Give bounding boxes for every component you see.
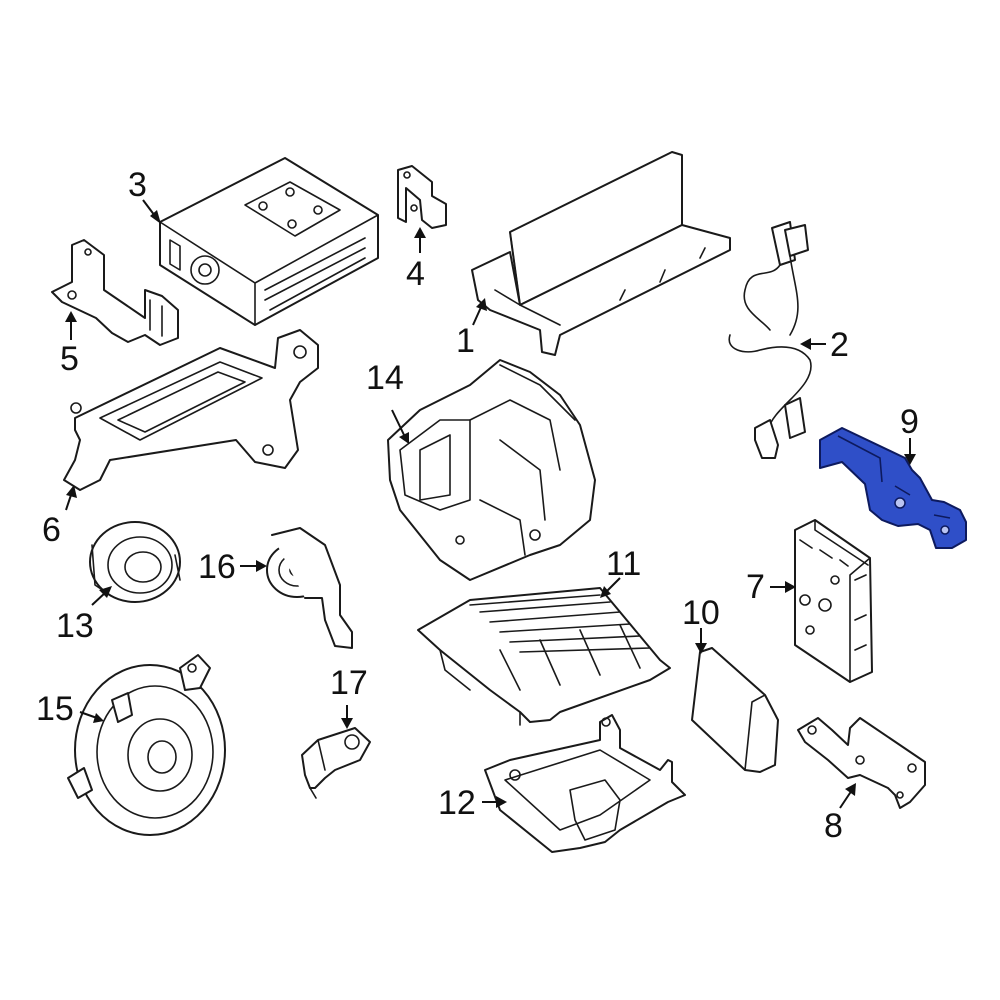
callout-9: 9: [900, 403, 919, 441]
callout-1: 1: [456, 322, 475, 360]
callout-15: 15: [36, 690, 74, 728]
callout-6: 6: [42, 511, 61, 549]
callout-5: 5: [60, 340, 79, 378]
callout-3: 3: [128, 166, 147, 204]
part-11-ecu: [417, 587, 671, 726]
callout-11: 11: [606, 545, 641, 583]
part-13-speaker: [89, 521, 181, 603]
callout-10: 10: [682, 594, 720, 632]
part-9-bracket: [819, 427, 967, 549]
leader-lines: [65, 199, 916, 809]
part-2-harness: [728, 221, 812, 459]
callout-14: 14: [366, 359, 404, 397]
part-6-tray: [63, 329, 319, 491]
callout-4: 4: [406, 255, 425, 293]
callouts: 3 4 5 1 2 14 9 6 16 11 7 13 10 17 15 12 …: [36, 166, 919, 845]
callout-16: 16: [198, 548, 236, 586]
part-8-bracket: [797, 717, 926, 809]
callout-7: 7: [746, 568, 765, 606]
part-1-display: [471, 151, 731, 356]
part-12-tray: [484, 714, 686, 853]
part-16-tweeter: [266, 527, 353, 649]
part-15-speaker: [67, 654, 226, 836]
part-14-assembly: [387, 359, 596, 581]
part-10-module: [691, 647, 779, 773]
part-4-bracket: [397, 165, 447, 229]
part-17-sensor: [301, 727, 371, 799]
callout-2: 2: [830, 326, 849, 364]
part-5-bracket: [51, 239, 179, 346]
callout-13: 13: [56, 607, 94, 645]
callout-17: 17: [330, 664, 368, 702]
callout-12: 12: [438, 784, 476, 822]
callout-8: 8: [824, 807, 843, 845]
part-3-module: [159, 157, 379, 326]
part-7-module: [794, 519, 873, 683]
